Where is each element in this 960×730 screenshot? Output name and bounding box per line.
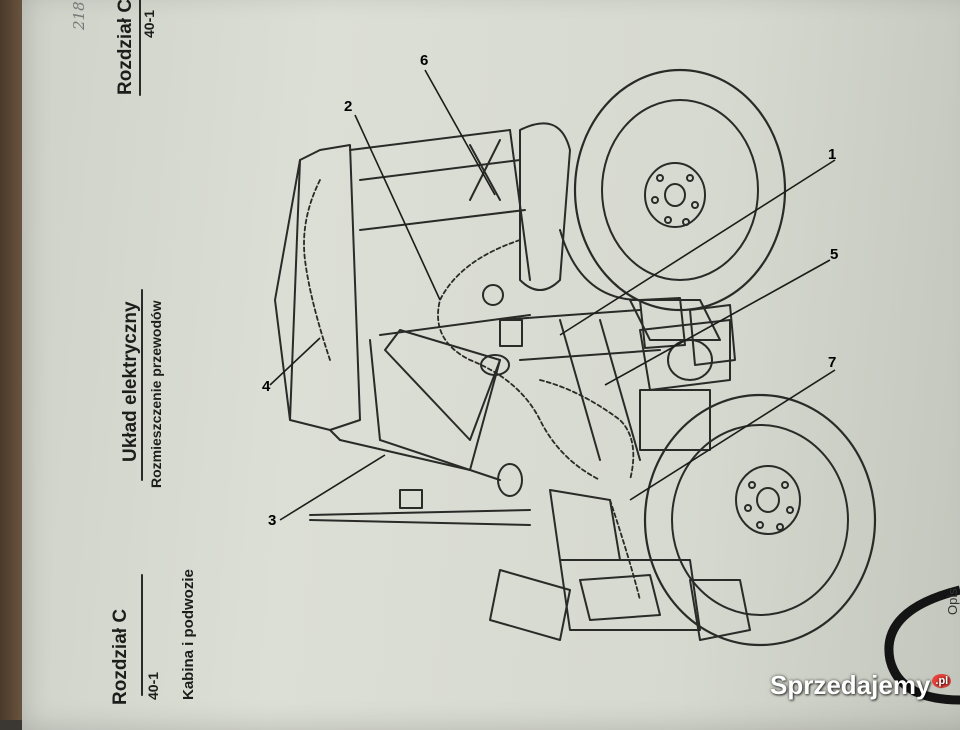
manual-page <box>22 0 960 730</box>
cut-text: Opis <box>945 588 960 615</box>
work-lamp <box>399 489 423 509</box>
callout-leaders <box>269 69 836 521</box>
front-hitch <box>309 463 751 641</box>
steps <box>639 297 736 366</box>
cab-roof-edge <box>274 159 301 421</box>
cab-frame <box>329 129 531 481</box>
callout-3: 3 <box>268 512 277 529</box>
callout-1: 1 <box>828 146 837 163</box>
component-speaker <box>480 354 510 376</box>
front-wheel <box>643 393 877 647</box>
left-subsection: Kabina i podwozie <box>180 569 197 700</box>
cab-window <box>384 329 501 441</box>
cable <box>884 585 960 705</box>
title-main: Układ elektryczny <box>120 301 141 462</box>
site-watermark: Sprzedajemy.pl <box>770 670 952 701</box>
rear-fender <box>519 122 571 291</box>
component-relay <box>499 319 523 347</box>
component-socket <box>482 284 504 306</box>
watermark-suffix: .pl <box>932 674 952 688</box>
callout-5: 5 <box>830 246 839 263</box>
right-section-code: 40-1 <box>141 9 157 38</box>
callout-6: 6 <box>420 52 429 69</box>
rear-wheel <box>559 68 787 312</box>
callout-2: 2 <box>344 98 353 115</box>
chassis <box>499 299 731 461</box>
callout-7: 7 <box>828 354 837 371</box>
callout-4: 4 <box>262 378 271 395</box>
cab-roof <box>289 144 361 431</box>
title-sub: Rozmieszczenie przewodów <box>148 300 164 488</box>
wiring-harness <box>303 179 641 601</box>
handwritten-page-number: 218 <box>70 1 88 30</box>
right-chapter: Rozdział C <box>115 0 136 95</box>
left-chapter: Rozdział C <box>110 608 131 705</box>
watermark-brand: Sprzedajemy <box>770 670 931 700</box>
left-section-code: 40-1 <box>145 671 161 700</box>
